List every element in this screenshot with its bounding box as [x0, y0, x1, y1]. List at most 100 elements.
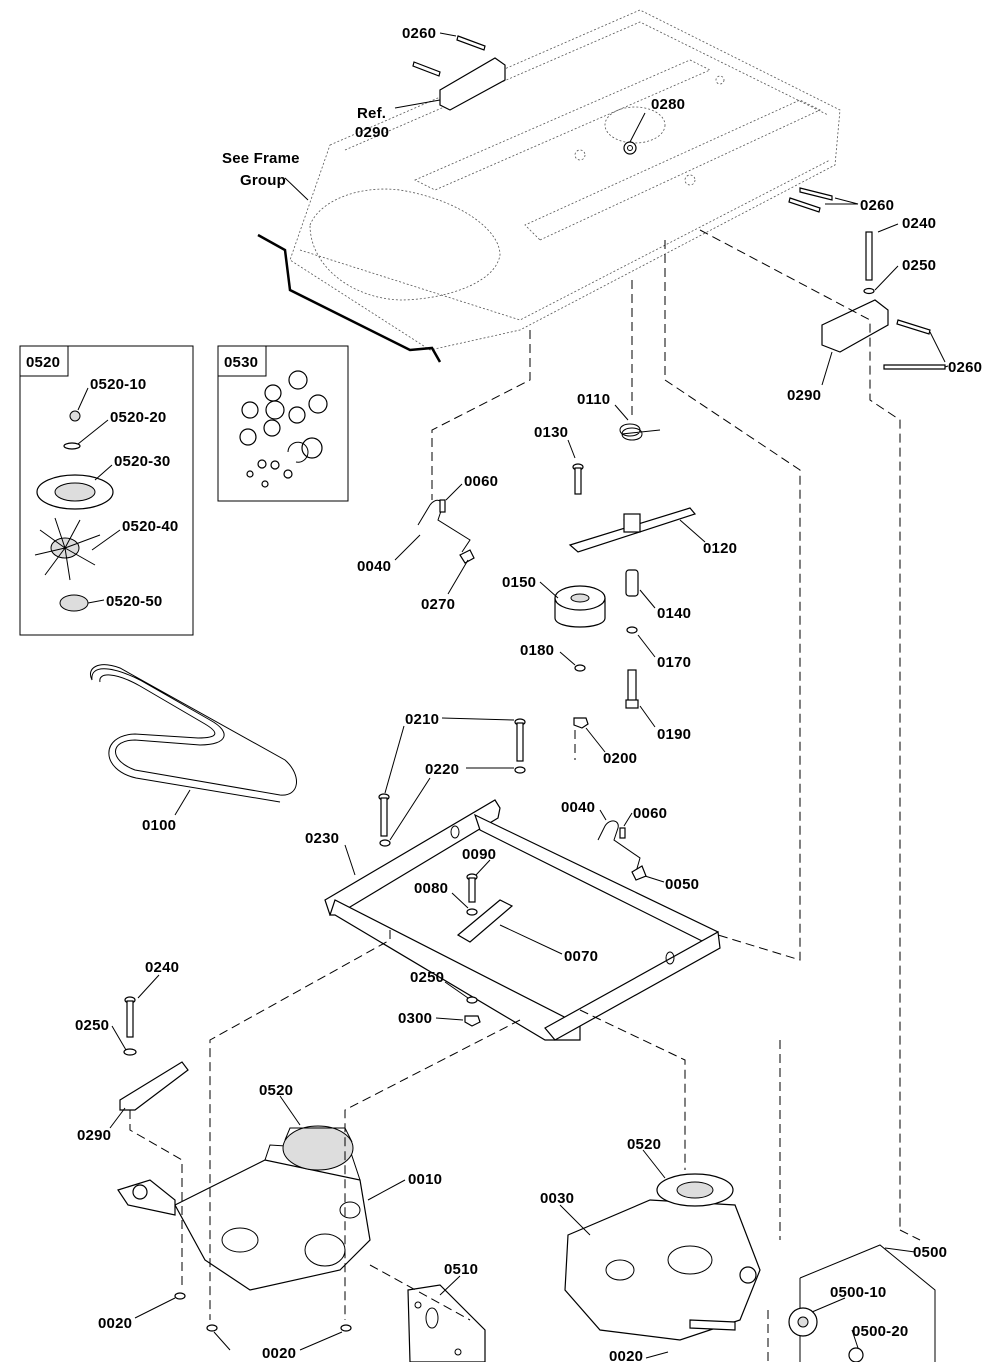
washer-0080 [466, 908, 478, 916]
bolt-0190 [625, 669, 639, 709]
callout-0520-40: 0520-40 [122, 518, 178, 535]
inset-0520: 0520 [19, 345, 194, 636]
bolt-0260-right [788, 187, 833, 213]
callout-0060-lower: 0060 [633, 805, 667, 822]
bolt-0260-right-lower [883, 319, 946, 370]
callout-0170: 0170 [657, 654, 691, 671]
callout-group: Group [240, 172, 286, 189]
callout-0250-center: 0250 [410, 969, 444, 986]
bolt-0210-right [514, 718, 526, 774]
callout-0250-left: 0250 [75, 1017, 109, 1034]
callout-0500-10: 0500-10 [830, 1284, 886, 1301]
callout-0080: 0080 [414, 880, 448, 897]
callout-0230: 0230 [305, 830, 339, 847]
transmission-0030 [564, 1173, 761, 1341]
callout-0270: 0270 [421, 596, 455, 613]
inset-0520-title: 0520 [26, 354, 60, 371]
callout-0090: 0090 [462, 846, 496, 863]
bracket-0290-right [821, 299, 889, 353]
callout-0240-right: 0240 [902, 215, 936, 232]
plate-0070 [456, 899, 514, 943]
callout-0110: 0110 [577, 391, 610, 408]
callout-0520-10: 0520-10 [90, 376, 146, 393]
frame-plate [257, 9, 841, 363]
callout-0520-30: 0520-30 [114, 453, 170, 470]
belt-0100 [90, 664, 297, 803]
bolt-0090 [466, 873, 478, 903]
callout-0280: 0280 [651, 96, 685, 113]
frame-0230 [324, 799, 721, 1041]
callout-0070: 0070 [564, 948, 598, 965]
callout-0120: 0120 [703, 540, 737, 557]
bolt-0210-left [378, 793, 391, 847]
washer-0170 [626, 626, 638, 634]
clip-0050 [631, 865, 647, 881]
clip-0270 [459, 549, 475, 564]
callout-0260-top: 0260 [402, 25, 436, 42]
transmission-0010 [117, 1125, 371, 1291]
callout-0140: 0140 [657, 605, 691, 622]
callout-0250-right: 0250 [902, 257, 936, 274]
nut-0200 [573, 717, 589, 729]
callout-0060-upper: 0060 [464, 473, 498, 490]
callout-0020-c: 0020 [609, 1348, 643, 1362]
nut-0300 [464, 1015, 481, 1027]
inset-0530-title: 0530 [224, 354, 258, 371]
washer-0180 [574, 664, 586, 672]
pulley-0150 [554, 585, 606, 628]
callout-0150: 0150 [502, 574, 536, 591]
callout-0520-20: 0520-20 [110, 409, 166, 426]
callout-0010: 0010 [408, 1171, 442, 1188]
washer-0250-center [466, 996, 478, 1004]
callout-0520-right: 0520 [627, 1136, 661, 1153]
callout-0200: 0200 [603, 750, 637, 767]
kit-0510 [407, 1284, 486, 1362]
bolt-0240-left [124, 996, 136, 1038]
callout-0210: 0210 [405, 711, 439, 728]
assembly-lines [129, 229, 921, 1362]
bracket-ref-0290 [439, 57, 506, 111]
nut-0020-c [340, 1324, 352, 1332]
callout-0180: 0180 [520, 642, 554, 659]
callout-0520-left: 0520 [259, 1082, 293, 1099]
callout-ref-0290: 0290 [355, 124, 389, 141]
fan-0520-40 [34, 517, 101, 581]
pin-0060-upper [439, 499, 446, 513]
callout-0500-20: 0500-20 [852, 1323, 908, 1340]
callout-0500: 0500 [913, 1244, 947, 1261]
callout-0020-a: 0020 [98, 1315, 132, 1332]
idler-arm-0120 [568, 507, 697, 553]
pin-0060-lower [619, 827, 626, 839]
callout-0020-b: 0020 [262, 1345, 296, 1362]
callout-0220: 0220 [425, 761, 459, 778]
callout-0260-right: 0260 [860, 197, 894, 214]
callout-0050: 0050 [665, 876, 699, 893]
hub-0500 [788, 1244, 936, 1362]
nut-0020-b [206, 1324, 218, 1332]
callout-0130: 0130 [534, 424, 568, 441]
callout-0030: 0030 [540, 1190, 574, 1207]
washer-0250-left [123, 1048, 137, 1056]
callout-0300: 0300 [398, 1010, 432, 1027]
callout-ref: Ref. [357, 105, 386, 122]
callout-0260-lower: 0260 [948, 359, 982, 376]
bolt-0130 [572, 463, 584, 495]
callout-0240-left: 0240 [145, 959, 179, 976]
callout-0040-upper: 0040 [357, 558, 391, 575]
spring-0110 [619, 423, 661, 441]
callout-0290-left: 0290 [77, 1127, 111, 1144]
nut-0280 [623, 141, 637, 155]
nut-0020-a [174, 1292, 186, 1300]
callout-0510: 0510 [444, 1261, 478, 1278]
callout-0520-50: 0520-50 [106, 593, 162, 610]
bolt-0260-top [412, 35, 486, 77]
callouts: 0260 Ref. 0290 0280 See Frame Group 0260… [75, 25, 982, 1362]
callout-0100: 0100 [142, 817, 176, 834]
spacer-0140 [625, 569, 639, 597]
spring-0040-lower [597, 820, 641, 873]
leader-lines [77, 32, 949, 1359]
callout-0190: 0190 [657, 726, 691, 743]
callout-0040-lower: 0040 [561, 799, 595, 816]
bracket-0290-left [119, 1061, 189, 1111]
